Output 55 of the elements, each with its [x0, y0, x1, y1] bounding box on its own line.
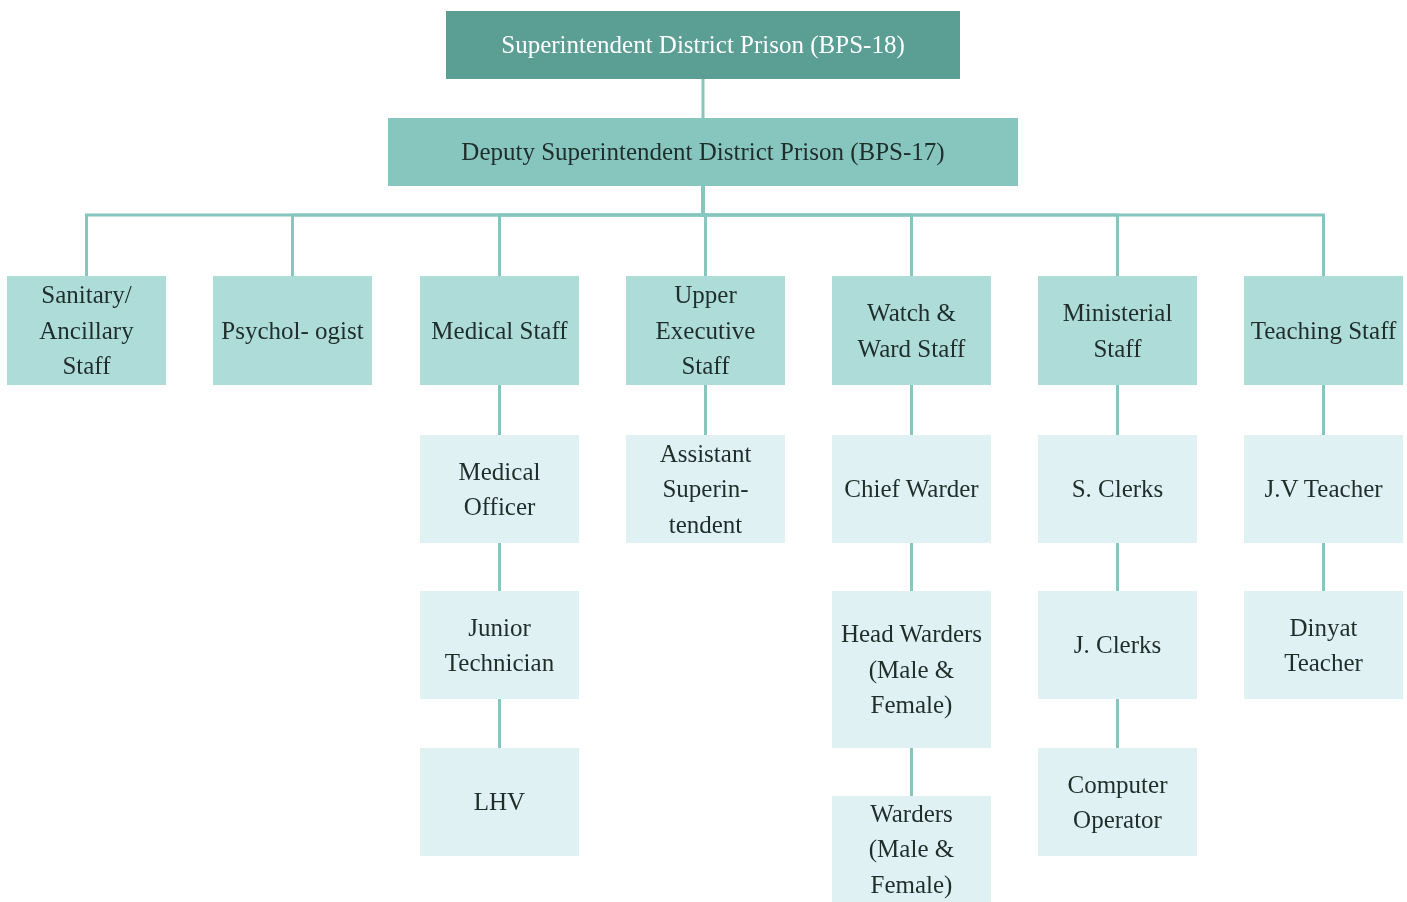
role-label: Medical Staff — [431, 315, 568, 346]
role-label: Chief Warder — [844, 474, 979, 505]
org-box — [446, 11, 960, 79]
role-label: Computer Operator — [1066, 769, 1169, 835]
connector-line — [910, 543, 913, 591]
org-box — [388, 118, 1018, 186]
connector-line — [1116, 543, 1119, 591]
org-box — [1038, 748, 1197, 856]
role-label: Dinyat Teacher — [1283, 612, 1364, 678]
org-box — [1244, 591, 1403, 699]
org-box — [1244, 435, 1403, 543]
connector-line — [1116, 699, 1119, 748]
connector-line — [498, 543, 501, 591]
connector-line — [1322, 385, 1325, 435]
org-box — [626, 276, 785, 385]
connector-line — [701, 79, 705, 118]
role-label: Superintendent District Prison (BPS-18) — [501, 30, 905, 61]
connector-line — [910, 385, 913, 435]
role-label: J.V Teacher — [1264, 474, 1383, 505]
org-box — [1038, 276, 1197, 385]
connector-line — [704, 385, 707, 435]
org-box — [420, 435, 579, 543]
role-label: S. Clerks — [1071, 474, 1164, 505]
org-box — [832, 435, 991, 543]
role-label: LHV — [473, 787, 526, 818]
role-label: Watch & Ward Staff — [856, 298, 967, 364]
org-box — [420, 276, 579, 385]
org-box — [7, 276, 166, 385]
org-box — [1038, 591, 1197, 699]
org-box — [832, 796, 991, 902]
org-box — [213, 276, 372, 385]
role-label: Psychol- ogist — [221, 315, 364, 346]
role-label: Head Warders (Male & Female) — [839, 619, 984, 721]
role-label: Junior Technician — [443, 612, 556, 678]
connector-line — [1322, 543, 1325, 591]
connector-line — [1116, 385, 1119, 435]
role-label: Ministerial Staff — [1061, 298, 1174, 364]
role-label: Upper Executive Staff — [654, 280, 757, 382]
role-label: Sanitary/ Ancillary Staff — [38, 280, 135, 382]
org-box — [832, 591, 991, 748]
role-label: Assistant Superin- tendent — [658, 438, 753, 540]
org-box — [832, 276, 991, 385]
org-box — [420, 591, 579, 699]
connector-line — [498, 699, 501, 748]
org-box — [1038, 435, 1197, 543]
role-label: Warders (Male & Female) — [867, 798, 956, 900]
connector-line — [910, 748, 913, 796]
connector-line — [498, 385, 501, 435]
role-label: Teaching Staff — [1250, 315, 1397, 346]
org-box — [420, 748, 579, 856]
org-box — [626, 435, 785, 543]
role-label: J. Clerks — [1073, 630, 1162, 661]
role-label: Medical Officer — [457, 456, 542, 522]
role-label: Deputy Superintendent District Prison (BPS-17) — [461, 137, 945, 168]
org-box — [1244, 276, 1403, 385]
